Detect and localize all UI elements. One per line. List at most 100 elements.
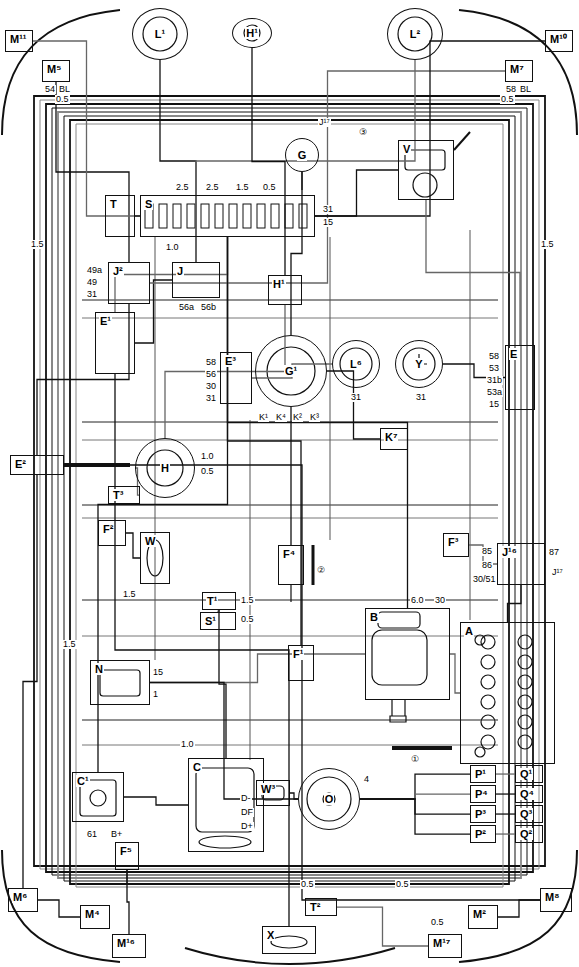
wire-label: J¹⁷ xyxy=(551,568,564,577)
wire xyxy=(155,237,156,660)
component-letter: P³ xyxy=(474,808,487,820)
wire-label: B+ xyxy=(110,830,123,839)
component-letter: F⁴ xyxy=(282,548,296,560)
component-box: L² xyxy=(387,8,443,60)
component-letter: N xyxy=(94,663,104,675)
component-letter: M¹⁶ xyxy=(116,937,136,949)
rear-left-fender xyxy=(2,850,120,962)
component-letter: T¹ xyxy=(206,595,218,607)
wire-label: 31 xyxy=(86,290,98,299)
distributor-cap xyxy=(307,777,351,821)
wiper-arm xyxy=(454,132,470,150)
component-letter: A xyxy=(464,625,474,637)
starter-motor xyxy=(372,630,427,685)
component-letter: T xyxy=(109,198,118,210)
wire-label: K¹ xyxy=(258,413,269,422)
component-letter: E² xyxy=(14,458,27,470)
wire xyxy=(33,41,140,216)
wire-label: 1.0 xyxy=(200,452,215,461)
wire-label: 1.5 xyxy=(30,240,45,249)
wire-label: 30/51 xyxy=(472,575,497,584)
clock-dial xyxy=(403,348,435,380)
component-letter: P¹ xyxy=(474,768,487,780)
component-box: T³ xyxy=(108,486,140,504)
component-box: X xyxy=(262,926,316,954)
wire-label: 31 xyxy=(350,393,362,402)
generator-pulley xyxy=(199,836,251,848)
wire-label: 30 xyxy=(205,382,217,391)
component-box: E³ xyxy=(220,352,252,404)
component-letter: M² xyxy=(472,908,487,920)
component-letter: B xyxy=(369,611,379,623)
component-box: M⁴ xyxy=(80,905,110,929)
wire xyxy=(498,900,540,917)
wire-label: 87 xyxy=(548,548,560,557)
component-letter: F³ xyxy=(447,536,459,548)
wire xyxy=(82,300,498,301)
regulator-cap xyxy=(90,790,106,806)
wire xyxy=(160,60,196,262)
component-box: L⁶ xyxy=(332,340,380,388)
component-box: C xyxy=(188,758,264,852)
starter-pinion xyxy=(390,700,406,722)
component-letter: H xyxy=(160,462,170,474)
wire xyxy=(150,683,298,800)
wire-label: 1.5 xyxy=(240,596,255,605)
wire-label: 54 xyxy=(44,85,56,94)
component-box: Q² xyxy=(515,825,543,843)
component-box: F⁴ xyxy=(278,545,304,585)
wire xyxy=(315,170,398,216)
component-box: M⁶ xyxy=(8,888,38,912)
component-box: B xyxy=(365,608,450,700)
component-box: J² xyxy=(108,262,150,304)
drawing-part xyxy=(64,17,545,948)
wire xyxy=(360,794,470,799)
wire xyxy=(82,518,498,519)
wire xyxy=(252,364,332,378)
wire xyxy=(82,745,498,746)
switch-stem xyxy=(290,585,291,602)
component-box: P¹ xyxy=(470,765,496,783)
component-letter: E¹ xyxy=(99,315,112,327)
component-box: Q⁴ xyxy=(515,785,543,803)
wire-label: K² xyxy=(292,413,303,422)
component-box: M¹⁷ xyxy=(428,934,462,958)
wire-label: BL xyxy=(519,85,532,94)
fuse-row xyxy=(142,200,312,232)
component-box: W³ xyxy=(256,780,290,806)
wire-label: K⁴ xyxy=(275,413,287,422)
component-box: L¹ xyxy=(132,8,188,60)
wire-label: 0.5 xyxy=(240,615,255,624)
component-letter: J xyxy=(176,265,184,277)
horn-ring xyxy=(147,450,183,486)
callout-number: ② xyxy=(316,566,326,575)
wire-label: 6.0 xyxy=(410,596,425,605)
wire xyxy=(126,533,140,558)
wire-label: 4 xyxy=(363,775,370,784)
wire xyxy=(196,60,415,262)
component-letter: M¹⁷ xyxy=(432,937,451,949)
wire-label: 1.0 xyxy=(165,243,180,252)
callout-number: ③ xyxy=(358,128,368,137)
component-box: A xyxy=(460,622,555,764)
wire-label: 15 xyxy=(488,400,500,409)
component-letter: P² xyxy=(474,828,487,840)
wire xyxy=(470,230,471,620)
component-letter: O xyxy=(324,793,335,805)
battery-terminal xyxy=(475,747,485,757)
component-letter: M⁷ xyxy=(509,63,525,75)
wire-label: 53a xyxy=(486,388,503,397)
wire-label: 1.5 xyxy=(540,240,555,249)
wire xyxy=(496,773,515,774)
component-box: S xyxy=(140,195,315,237)
component-letter: J¹⁶ xyxy=(501,546,518,558)
component-letter: W xyxy=(144,535,156,547)
component-box: E² xyxy=(10,455,64,475)
component-letter: L¹ xyxy=(154,28,166,40)
component-letter: W³ xyxy=(260,783,276,795)
distributor-rotor xyxy=(323,793,335,805)
wire xyxy=(330,237,331,540)
component-box: V xyxy=(398,140,454,200)
component-box: W xyxy=(140,532,170,584)
component-letter: G¹ xyxy=(284,365,298,377)
